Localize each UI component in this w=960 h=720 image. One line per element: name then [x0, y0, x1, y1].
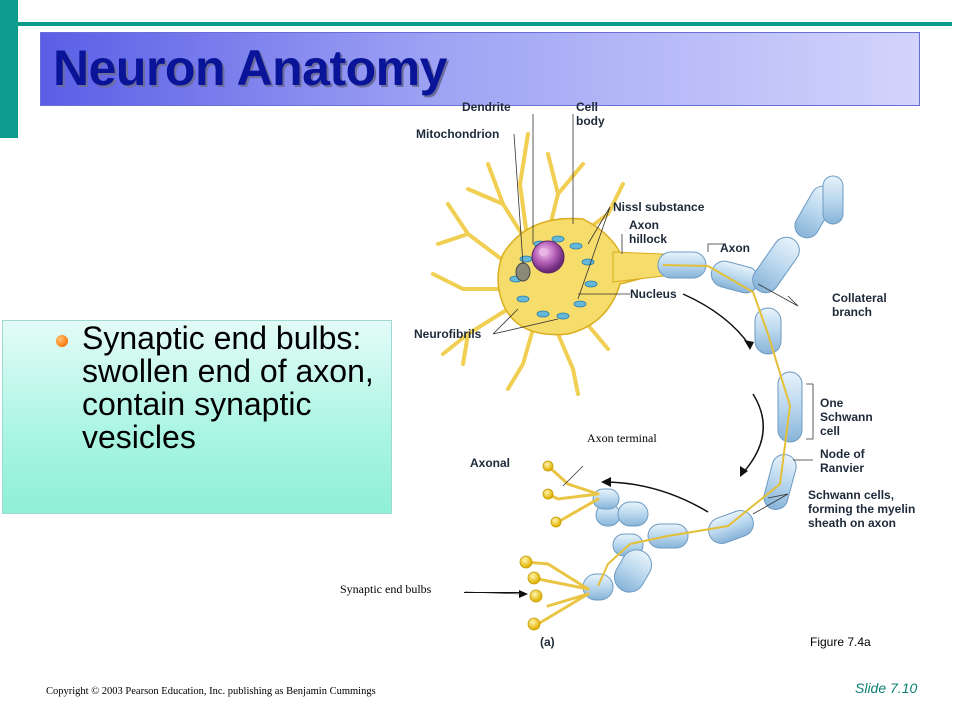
label-axon: Axon	[720, 241, 750, 255]
title-banner: Neuron Anatomy	[40, 32, 920, 106]
label-figure: Figure 7.4a	[810, 635, 871, 649]
label-schwann-1: One	[820, 396, 844, 410]
label-schwann-3: cell	[820, 424, 840, 438]
label-nissl: Nissl substance	[613, 200, 705, 214]
neuron-diagram: Dendrite Cell body Mitochondrion Nissl s…	[414, 100, 915, 649]
slide-title: Neuron Anatomy	[53, 40, 447, 96]
bullet-panel	[2, 320, 392, 514]
synaptic-end-bulbs	[519, 460, 562, 631]
label-schwann-2: Schwann	[820, 410, 873, 424]
accent-bar-top	[18, 22, 952, 26]
label-neurofibrils: Neurofibrils	[414, 327, 482, 341]
copyright-text: Copyright © 2003 Pearson Education, Inc.…	[46, 686, 376, 697]
leader-lines	[464, 114, 814, 595]
nucleolus	[539, 248, 547, 256]
label-panel: (a)	[540, 635, 555, 649]
axon-terminals	[524, 464, 600, 626]
nucleus	[531, 240, 565, 274]
label-nucleus: Nucleus	[630, 287, 677, 301]
label-cell-body-2: body	[576, 114, 605, 128]
label-node-1: Node of	[820, 447, 866, 461]
label-node-2: Ranvier	[820, 461, 864, 475]
mitochondrion	[515, 262, 531, 282]
label-collateral-2: branch	[832, 305, 872, 319]
collateral-branch	[752, 175, 844, 294]
dendrites	[431, 132, 625, 396]
label-dendrite: Dendrite	[462, 100, 511, 114]
label-synaptic-end-bulbs: Synaptic end bulbs	[340, 582, 432, 596]
pointer-synaptic-end-bulbs	[464, 592, 524, 593]
axon-hillock	[612, 251, 664, 283]
slide-number: Slide 7.10	[855, 680, 918, 696]
label-axon-hillock-1: Axon	[629, 218, 659, 232]
arrow-heads	[601, 340, 754, 487]
label-collateral-1: Collateral	[832, 291, 887, 305]
label-axonal: Axonal	[470, 456, 510, 470]
bullet-dot-icon	[56, 335, 68, 347]
accent-bar-left	[0, 0, 18, 138]
myelin-sheath	[582, 251, 803, 601]
label-myelin-2: forming the myelin	[808, 502, 915, 516]
label-axon-hillock-2: hillock	[629, 232, 667, 246]
label-myelin-3: sheath on axon	[808, 516, 896, 530]
bullet-text: Synaptic end bulbs: swollen end of axon,…	[82, 320, 374, 455]
label-axon-terminal: Axon terminal	[587, 431, 657, 445]
direction-arrows	[602, 293, 764, 513]
label-cell-body-1: Cell	[576, 100, 598, 114]
axon-core	[597, 264, 792, 587]
label-mitochondrion: Mitochondrion	[416, 127, 499, 141]
label-myelin-1: Schwann cells,	[808, 488, 894, 502]
